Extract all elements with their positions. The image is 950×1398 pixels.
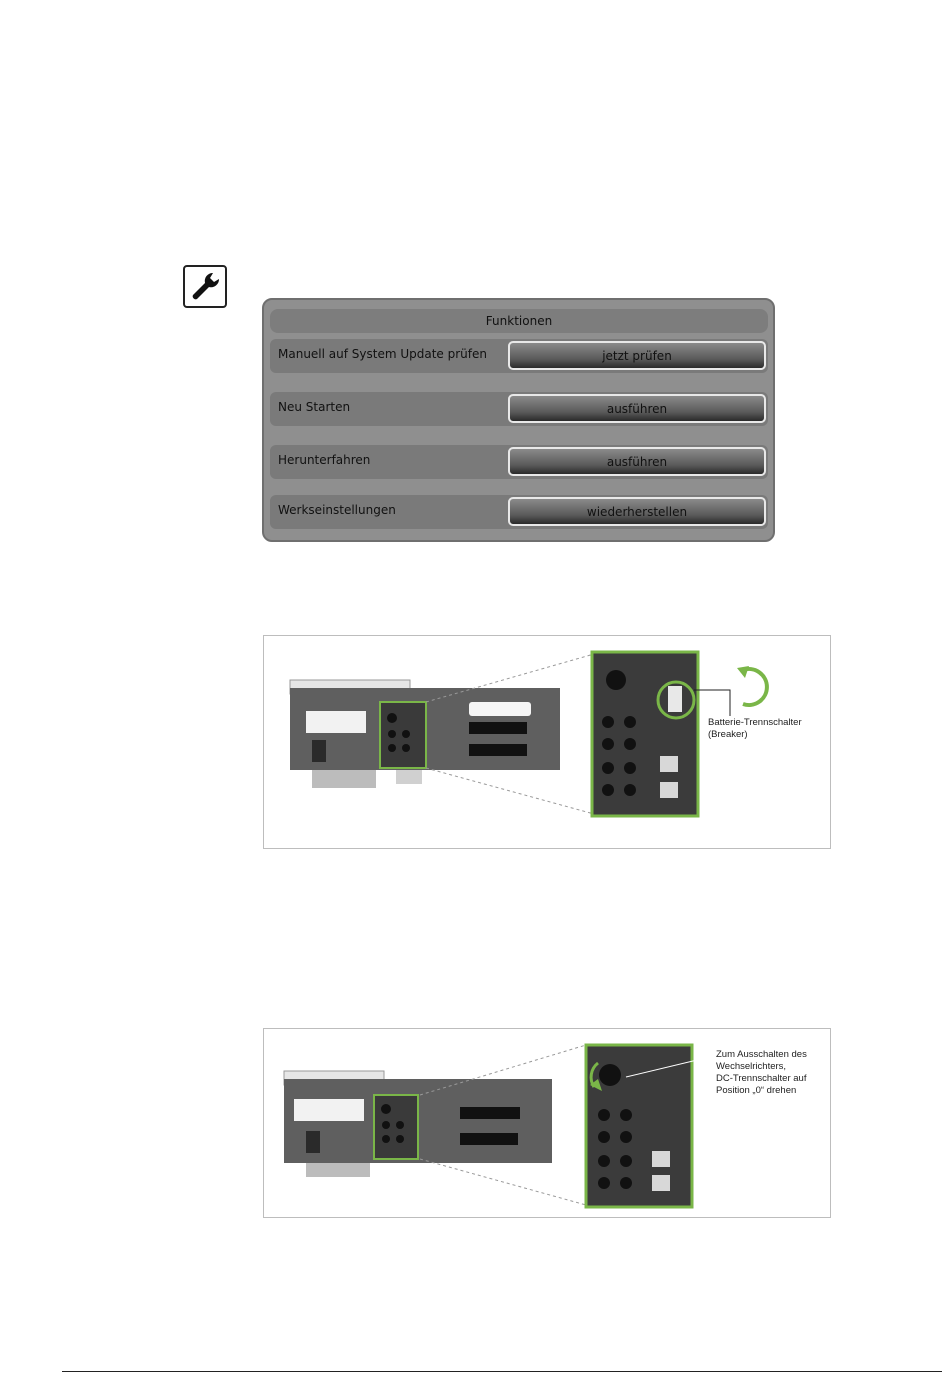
breaker-caption-line1: Batterie-Trennschalter [708, 717, 802, 729]
breaker-caption: Batterie-Trennschalter (Breaker) [708, 717, 802, 741]
dc-caption-line1: Zum Ausschalten des [716, 1049, 807, 1061]
breaker-caption-line2: (Breaker) [708, 729, 802, 741]
footer-rule [62, 1371, 942, 1372]
dc-caption-line4: Position „0“ drehen [716, 1085, 807, 1097]
factory-reset-button[interactable]: wiederherstellen [508, 497, 766, 526]
panel-title: Funktionen [270, 309, 768, 333]
dc-switch-caption: Zum Ausschalten des Wechselrichters, DC-… [716, 1049, 807, 1097]
dc-caption-line2: Wechselrichters, [716, 1061, 807, 1073]
rotate-arrow-icon [735, 664, 771, 712]
row-label-shutdown: Herunterfahren [278, 453, 370, 467]
row-label-factory: Werkseinstellungen [278, 503, 396, 517]
check-update-button[interactable]: jetzt prüfen [508, 341, 766, 370]
shutdown-button[interactable]: ausführen [508, 447, 766, 476]
wrench-icon [183, 265, 227, 308]
row-label-update: Manuell auf System Update prüfen [278, 347, 487, 361]
restart-button[interactable]: ausführen [508, 394, 766, 423]
row-label-restart: Neu Starten [278, 400, 350, 414]
dc-caption-line3: DC-Trennschalter auf [716, 1073, 807, 1085]
